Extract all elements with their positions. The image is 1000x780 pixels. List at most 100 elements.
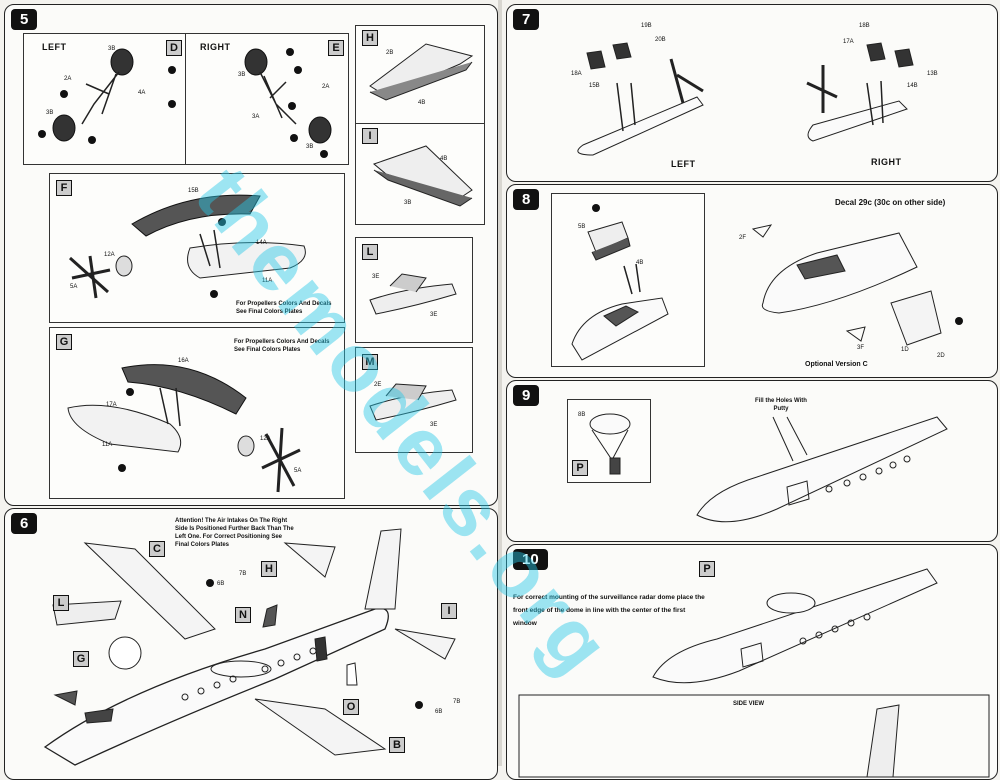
g-engine-drawing [67,364,301,493]
step-6-aircraft-drawing [43,528,456,766]
part-18a: 18A [571,71,582,77]
left-label-7: LEFT [671,159,696,169]
part-19b: 19B [641,23,652,29]
part-2f: 2F [739,235,747,241]
box-l: L 3E 3E [355,237,473,343]
l-part-drawing [369,273,457,315]
side-view-label: SIDE VIEW [733,701,765,707]
part-15b-7: 15B [589,83,600,89]
decal-note: Decal 29c (30c on other side) [835,198,946,207]
part-2a-r: 2A [322,84,330,90]
letter-n: N [235,607,251,623]
right-gear-drawing [244,48,332,158]
letter-l-6: L [53,595,69,611]
h-part-drawing [369,43,474,101]
part-2b: 2B [386,50,394,56]
box-left-gear: LEFT D 3B 2A 4A 3B [23,33,187,165]
step-8-number: 8 [513,189,540,210]
part-12a-g: 12A [260,436,271,442]
letter-c: C [149,541,165,557]
part-2d: 2D [937,353,945,359]
part-4b-i: 4B [440,156,448,162]
optional-version-label: Optional Version C [805,361,868,368]
box-8-cockpit: 5B 4B [551,193,705,367]
letter-h: H [362,30,378,46]
letter-g-6: G [73,651,89,667]
box-h: H 2B 4B [355,25,485,125]
letter-i-6: I [441,603,457,619]
box-m: M 2E 3E [355,347,473,453]
part-8b: 8B [578,412,586,418]
box-9-dome: P 8B [567,399,651,483]
step-7-left-nacelle [577,42,914,156]
letter-e: E [328,40,344,56]
part-5b-8: 5B [578,224,586,230]
letter-i: I [362,128,378,144]
part-3a-r: 3A [252,114,260,120]
part-14a: 14A [256,240,267,246]
part-7b-a: 7B [239,571,247,577]
part-16a: 16A [178,358,189,364]
page-spine [498,0,502,766]
letter-p-9: P [572,460,588,476]
right-label: RIGHT [200,42,231,52]
part-12a-f: 12A [104,252,115,258]
part-17a-7: 17A [843,39,854,45]
part-3b: 3B [108,46,116,52]
step-5-number: 5 [11,9,38,30]
dome-part-drawing [589,413,631,475]
step-6-number: 6 [11,513,38,534]
left-label: LEFT [42,42,67,52]
step-8-cockpit-drawing [571,204,669,361]
part-3b-r: 3B [238,72,246,78]
part-4b-8: 4B [636,260,644,266]
part-20b: 20B [655,37,666,43]
letter-m: M [362,354,378,370]
putty-note: Fill the Holes With Putty [755,398,807,412]
part-5a-f: 5A [70,284,78,290]
part-13b: 13B [927,71,938,77]
part-11a-f: 11A [262,278,273,284]
step-10-number: 10 [513,549,548,570]
part-11a-g: 11A [102,442,113,448]
letter-d: D [166,40,182,56]
radar-dome-instruction: For correct mounting of the surveillance… [513,594,705,627]
right-label-7: RIGHT [871,157,902,167]
part-6b-b: 6B [435,709,443,715]
box-right-gear: RIGHT E 3B 2A 3A 3B [185,33,349,165]
part-3b-i: 3B [404,200,412,206]
m-part-drawing [369,383,457,421]
part-15b: 15B [188,188,199,194]
part-3e-b: 3E [430,312,438,318]
step-9-fuselage-drawing [696,416,948,523]
part-3b-r-lower: 3B [306,144,314,150]
step-6-panel: 6 Attention! The Air Intakes On The Righ… [4,508,498,780]
box-g: G For Propellers Colors And Decals See F… [49,327,345,499]
step-10-panel: 10 For correct mounting of the surveilla… [506,544,998,780]
step-7-number: 7 [513,9,540,30]
left-gear-drawing [38,48,176,144]
step-9-number: 9 [513,385,540,406]
box-f: F 15B 14A 12A 11A 5A For Propellers Colo… [49,173,345,323]
part-3b-lower: 3B [46,110,54,116]
part-1d: 1D [901,347,909,353]
part-18b: 18B [859,23,870,29]
step-7-panel: 7 LEFT RIGHT 19B 20B 18A 15B 18B 17A 13B… [506,4,998,182]
i-part-drawing [372,145,473,207]
step-9-panel: 9 P 8B Fill the Holes With Putty [506,380,998,542]
note-g-propellers: For Propellers Colors And Decals See Fin… [234,339,330,353]
letter-f: F [56,180,72,196]
part-3e: 3E [372,274,380,280]
part-5a-g: 5A [294,468,302,474]
letter-p-10: P [699,561,715,577]
step-8-fuselage-drawing [751,224,963,346]
box-i: I 4B 3B [355,123,485,225]
part-2a: 2A [64,76,72,82]
part-17a: 17A [106,402,117,408]
letter-b: B [389,737,405,753]
letter-g: G [56,334,72,350]
letter-l: L [362,244,378,260]
attention-note: Attention! The Air Intakes On The Right … [175,518,294,548]
letter-h-6: H [261,561,277,577]
part-14b: 14B [907,83,918,89]
